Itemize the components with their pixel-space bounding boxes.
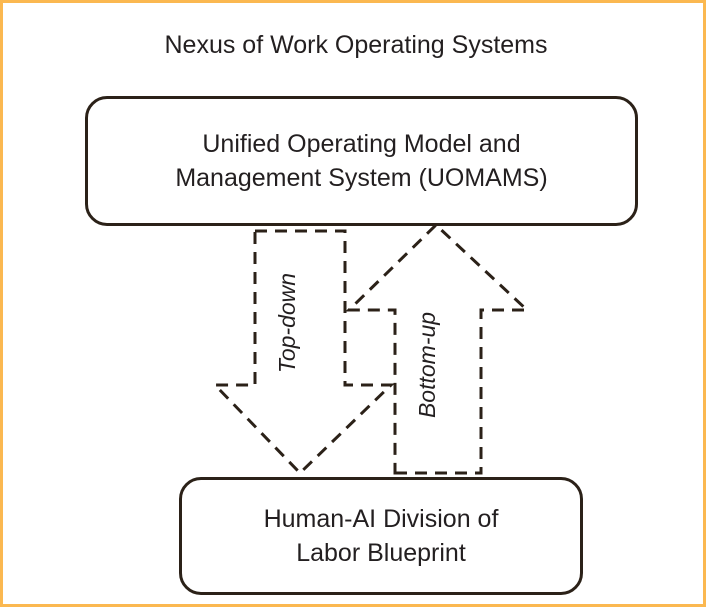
diagram-title: Nexus of Work Operating Systems <box>164 31 548 59</box>
top-down-arrow <box>211 229 395 476</box>
uomams-line1: Unified Operating Model and <box>202 130 521 158</box>
bottom-up-label: Bottom-up <box>414 312 440 418</box>
top-down-label: Top-down <box>274 273 300 373</box>
blueprint-line1: Human-AI Division of <box>263 505 499 533</box>
blueprint-line2: Labor Blueprint <box>296 539 466 567</box>
arrows-layer: Top-down Bottom-up <box>211 222 531 476</box>
uomams-box: Unified Operating Model and Management S… <box>85 96 638 226</box>
blueprint-box: Human-AI Division of Labor Blueprint <box>179 477 583 595</box>
uomams-line2: Management System (UOMAMS) <box>175 164 548 192</box>
